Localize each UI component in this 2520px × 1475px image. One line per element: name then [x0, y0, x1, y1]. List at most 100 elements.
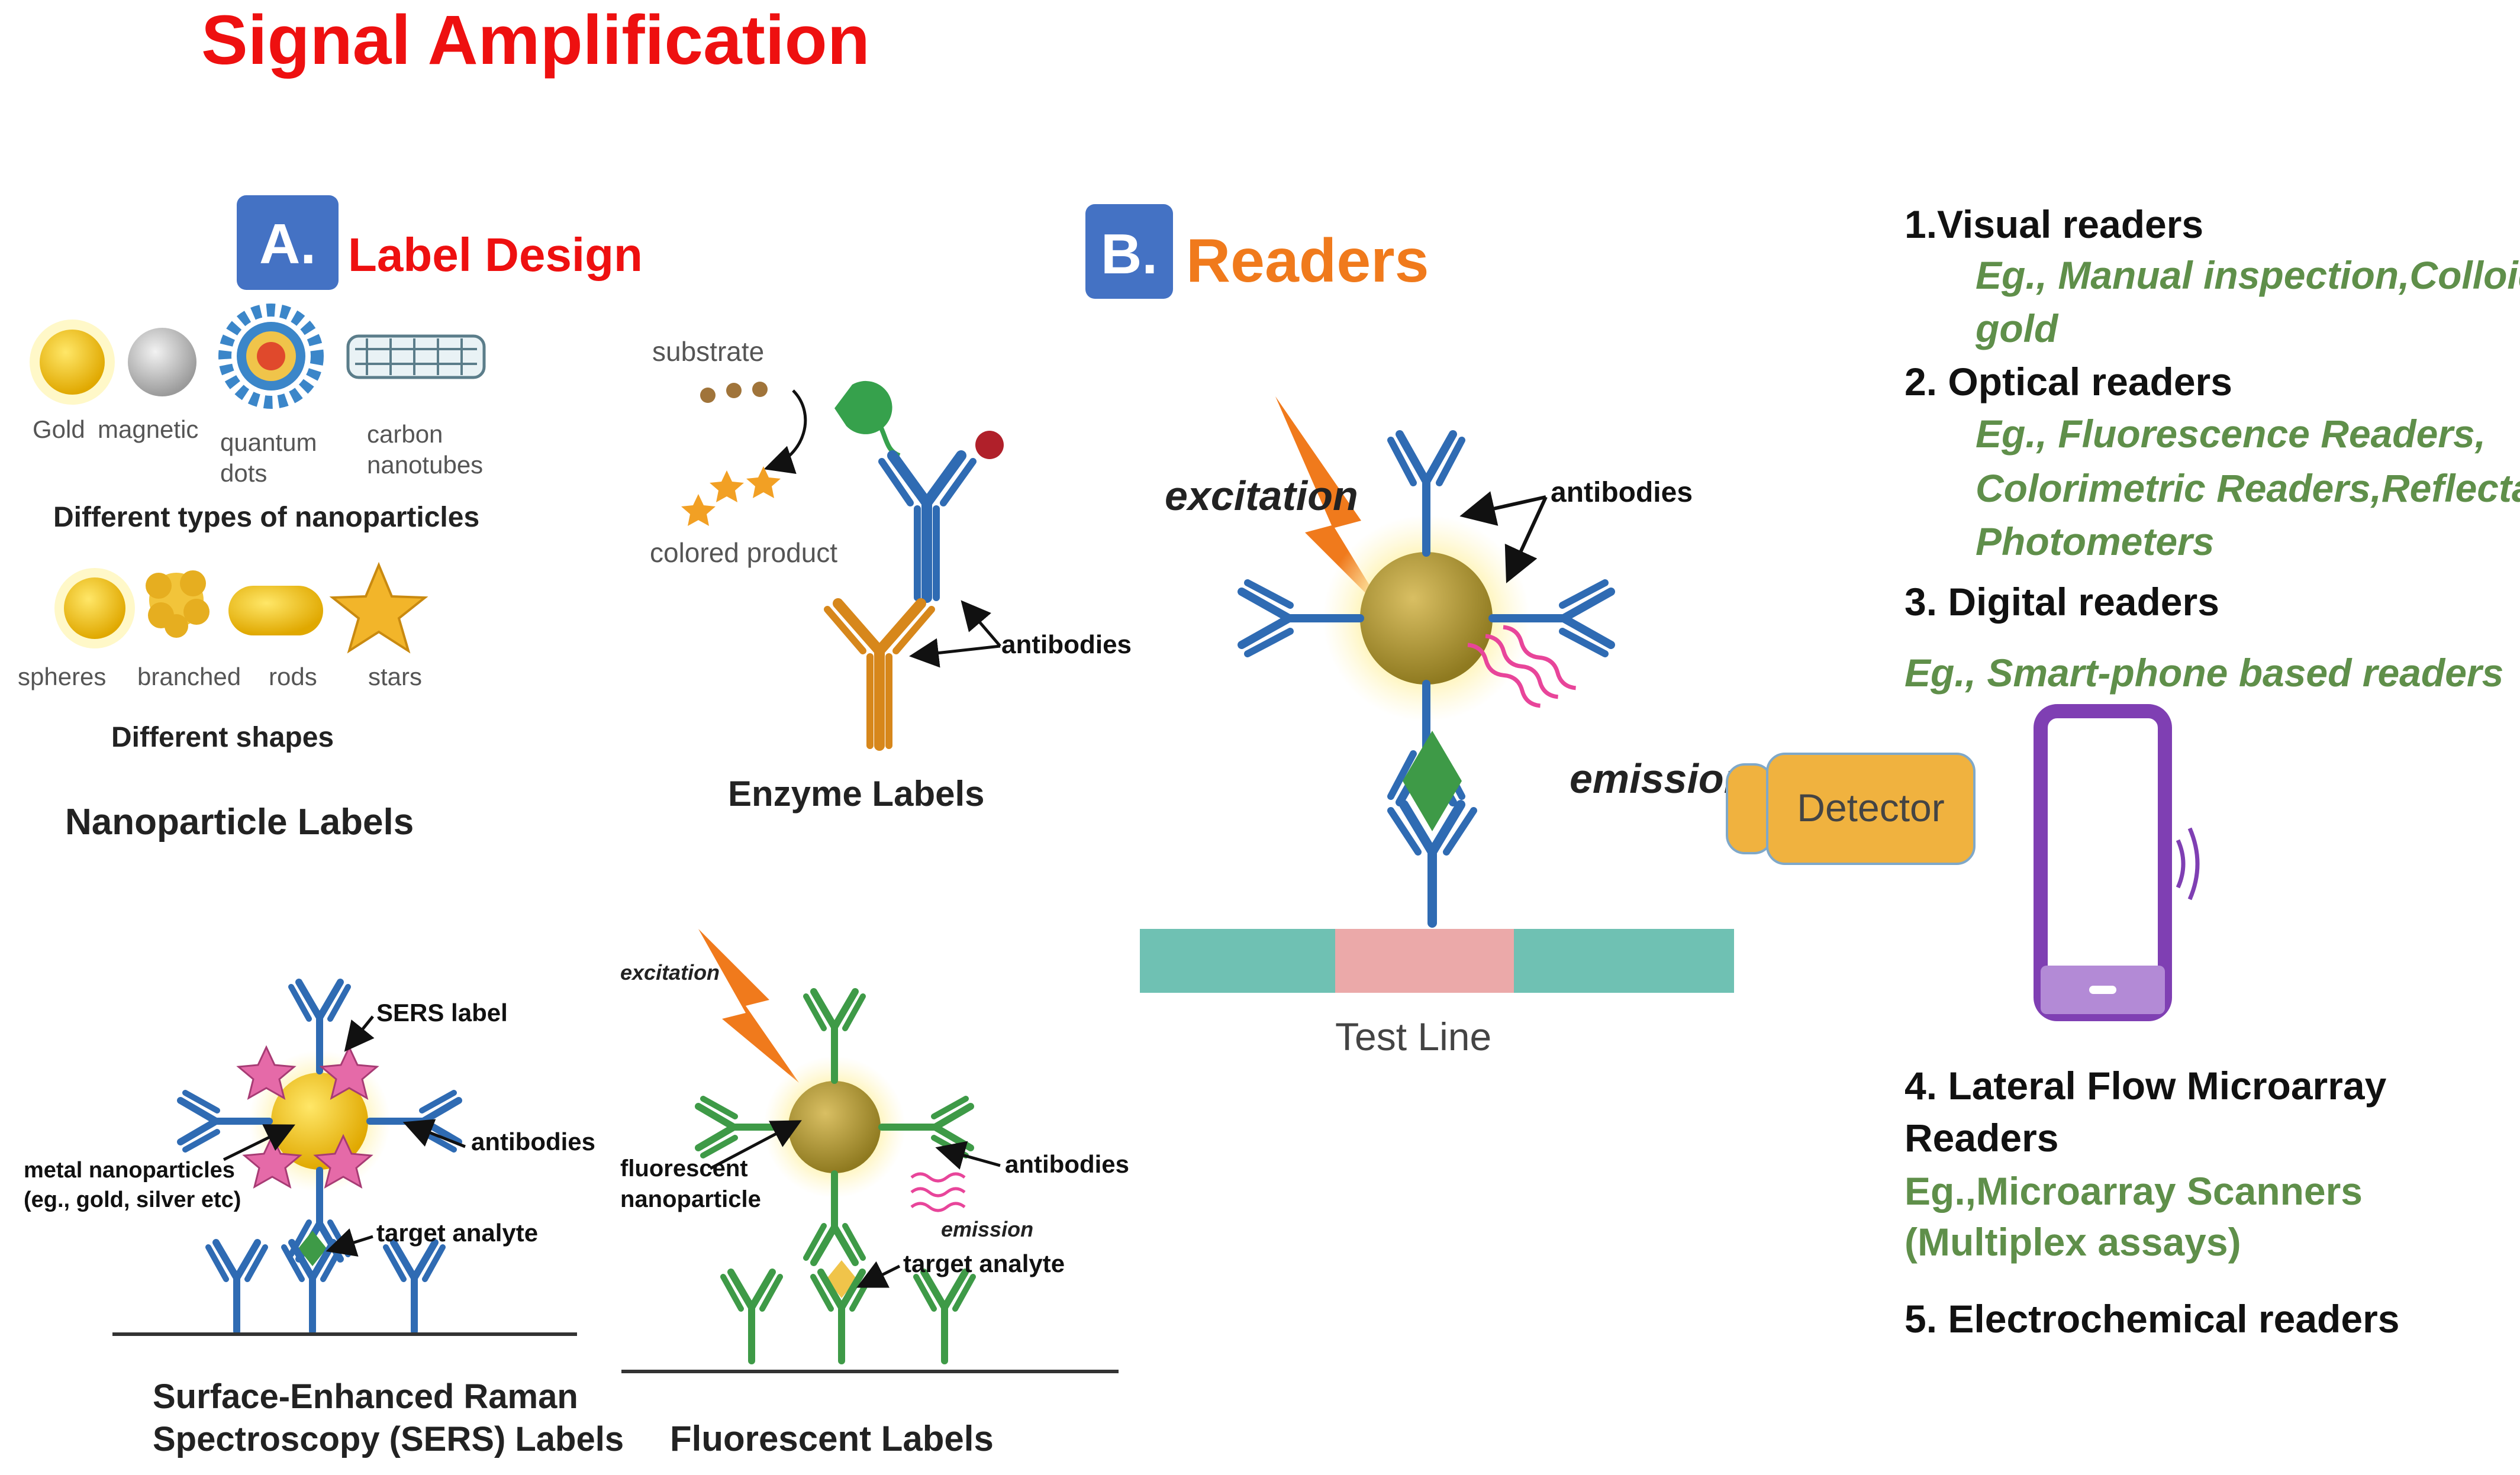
enzyme-detection-antibody [878, 450, 977, 603]
carbon-nanotube-icon [346, 334, 486, 379]
fluorescent-capture-antibody [916, 1272, 973, 1361]
section-a-heading: Label Design [348, 228, 643, 281]
section-a: A. Label Design [237, 195, 643, 290]
fluorescent-labels-title: Fluorescent Labels [670, 1419, 994, 1458]
np-type-nanotubes: nanotubes [367, 451, 483, 479]
enzyme-antibody-arrow [909, 638, 1001, 668]
np-shapes-caption: Different shapes [111, 722, 334, 753]
substrate-dot [726, 383, 742, 398]
np-type-quantum: quantum [220, 428, 317, 456]
smartphone-reader-icon [2034, 704, 2200, 1021]
product-stars-icon [681, 466, 781, 526]
detector-body [1766, 753, 1976, 865]
reader-antibodies-arrow [1504, 496, 1548, 583]
reader-nanoparticle-icon [1360, 552, 1493, 685]
reader-excitation-bolt-icon [1275, 396, 1388, 615]
sers-target-analyte-icon [298, 1231, 327, 1266]
fluorescent-emission-waves-icon [910, 1172, 966, 1212]
sers-metal-np-line1: metal nanoparticles [24, 1158, 235, 1183]
sers-capture-antibody [386, 1242, 443, 1331]
sphere-shape-icon [64, 577, 125, 639]
enzyme-labels-title: Enzyme Labels [728, 774, 985, 814]
star-shape-icon [329, 561, 428, 654]
section-a-badge-label: A. [259, 212, 316, 276]
substrate-dot [752, 382, 768, 397]
fluorescent-nanoparticle-icon [788, 1081, 881, 1173]
rod-shape-icon [228, 586, 323, 635]
reader-4-example-line1: Eg.,Microarray Scanners [1904, 1169, 2363, 1213]
section-b-badge [1085, 204, 1173, 299]
test-strip-left [1140, 929, 1335, 993]
reader-3-example: Eg., Smart-phone based readers [1904, 651, 2503, 695]
shape-branched: branched [137, 663, 241, 690]
quantum-dot-icon [218, 304, 324, 409]
section-b: B. Readers [1085, 204, 1429, 299]
reader-3-title: 3. Digital readers [1904, 580, 2219, 624]
gold-nanoparticle-icon [40, 330, 105, 395]
reader-2-example-line2: Colorimetric Readers,Reflectance [1976, 466, 2520, 510]
nanoparticle-labels-panel: Gold magnetic quantum dots carbon nanotu… [18, 304, 486, 843]
reader-excitation-label: excitation [1165, 473, 1358, 519]
fluorescent-np-arrow [709, 1120, 802, 1170]
reader-antibodies-label: antibodies [1551, 477, 1693, 508]
fluorescent-excitation-label: excitation [620, 960, 720, 985]
sers-raman-star-icons [236, 1045, 379, 1189]
sers-label-arrow [344, 1015, 375, 1052]
sers-labels-panel: SERS label antibodies metal nanoparticle… [24, 982, 624, 1458]
sers-target-arrow [326, 1228, 373, 1257]
nanoparticle-labels-title: Nanoparticle Labels [65, 802, 414, 843]
branched-shape-icon [146, 570, 210, 638]
fluorescent-target-arrow [856, 1261, 901, 1288]
sers-label-text: SERS label [376, 999, 508, 1027]
enzyme-capture-antibody [824, 598, 935, 751]
reader-schematic: excitation emission antibodies Test Line… [1140, 396, 2200, 1058]
reader-1-example-line2: gold [1975, 306, 2059, 350]
shape-stars: stars [368, 663, 422, 690]
section-a-badge [237, 195, 339, 290]
reader-target-analyte-icon [1403, 731, 1462, 831]
reader-1-example-line1: Eg., Manual inspection,Colloidal [1976, 253, 2520, 297]
sers-capture-antibody [208, 1242, 265, 1331]
fluorescent-np-line2: nanoparticle [620, 1186, 761, 1212]
sers-antibodies-label: antibodies [471, 1128, 595, 1156]
readers-list: 1.Visual readers Eg., Manual inspection,… [1904, 202, 2520, 1341]
reader-emission-label: emission [1570, 756, 1749, 802]
np-type-dots: dots [220, 459, 267, 487]
np-type-carbon: carbon [367, 420, 443, 448]
reader-2-example-line1: Eg., Fluorescence Readers, [1976, 412, 2486, 456]
section-b-badge-label: B. [1101, 222, 1158, 286]
np-type-magnetic: magnetic [98, 415, 198, 443]
enzyme-antibody-arrow [961, 600, 1001, 647]
enzyme-antibodies-label: antibodies [1001, 630, 1132, 659]
enzyme-substrate-label: substrate [652, 336, 764, 367]
enzyme-colored-product-label: colored product [650, 537, 837, 568]
sers-metal-np-line2: (eg., gold, silver etc) [24, 1187, 241, 1212]
fluorescent-target-analyte-label: target analyte [903, 1250, 1065, 1277]
sers-title-line2: Spectroscopy (SERS) Labels [153, 1420, 624, 1458]
shape-spheres: spheres [18, 663, 106, 690]
fluorescent-capture-antibody [723, 1272, 780, 1361]
reader-4-title-line1: 4. Lateral Flow Microarray [1904, 1064, 2387, 1108]
enzyme-labels-panel: substrate colored product antibodies Enz… [650, 336, 1132, 814]
reader-2-example-line3: Photometers [1976, 519, 2214, 563]
reader-4-title-line2: Readers [1904, 1116, 2059, 1160]
page-title: Signal Amplification [201, 1, 870, 79]
reader-emission-waves-icon [1467, 625, 1577, 708]
detector-lens-icon [1726, 763, 1773, 854]
fluorescent-emission-label: emission [941, 1217, 1033, 1241]
fluorescent-np-line1: fluorescent [620, 1156, 748, 1182]
shape-rods: rods [269, 663, 317, 690]
sers-target-analyte-label: target analyte [376, 1219, 538, 1247]
reader-1-title: 1.Visual readers [1904, 202, 2203, 246]
fluorescent-labels-panel: excitation emission fluorescent nanopart… [620, 929, 1129, 1458]
fluorescent-excitation-bolt-icon [698, 929, 799, 1083]
enzyme-label-dot [975, 431, 1004, 459]
test-strip-test-line [1335, 929, 1514, 993]
detector-label: Detector [1797, 786, 1944, 830]
reader-5-title: 5. Electrochemical readers [1904, 1297, 2399, 1341]
reader-4-example-line2: (Multiplex assays) [1904, 1220, 2241, 1264]
reader-antibodies-arrow [1459, 491, 1546, 526]
reader-capture-antibody [1387, 800, 1477, 928]
section-b-heading: Readers [1186, 227, 1429, 295]
